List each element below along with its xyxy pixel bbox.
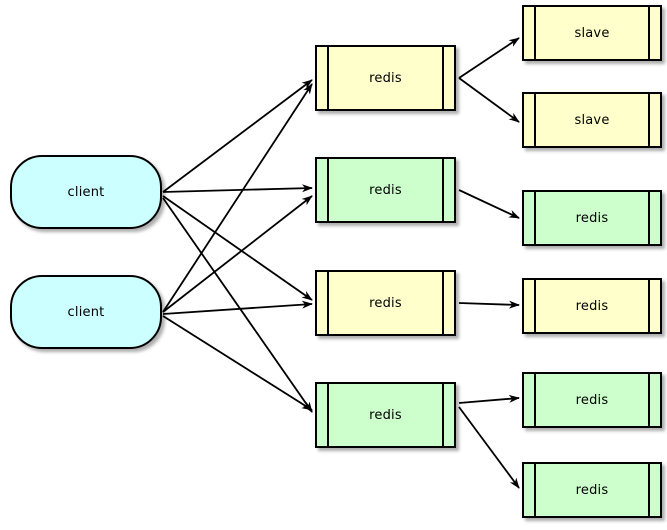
edge-m4-to-r6 — [458, 406, 520, 489]
node-r1[interactable]: slave — [522, 5, 662, 61]
node-r2[interactable]: slave — [522, 92, 662, 148]
node-r5[interactable]: redis — [522, 372, 662, 428]
node-label: redis — [369, 70, 402, 86]
node-label: redis — [369, 407, 402, 423]
node-m4[interactable]: redis — [315, 382, 456, 448]
node-m1[interactable]: redis — [315, 45, 456, 111]
node-label: redis — [369, 182, 402, 198]
node-r3[interactable]: redis — [522, 190, 662, 246]
edge-m1-to-r2 — [458, 77, 520, 123]
node-label: client — [67, 184, 105, 200]
edge-client2-to-m1 — [162, 83, 313, 313]
node-r4[interactable]: redis — [522, 278, 662, 334]
node-r6[interactable]: redis — [522, 462, 662, 518]
edge-client2-to-m4 — [162, 315, 313, 411]
edge-client2-to-m2 — [162, 195, 313, 313]
edge-m2-to-r3 — [458, 189, 520, 219]
edge-m4-to-r5 — [458, 394, 520, 404]
edge-client2-to-m3 — [162, 300, 313, 315]
node-client2[interactable]: client — [10, 275, 162, 349]
edge-client1-to-m3 — [162, 195, 313, 301]
node-label: redis — [575, 298, 609, 314]
node-m2[interactable]: redis — [315, 157, 456, 223]
edge-m1-to-r1 — [458, 37, 520, 79]
edge-m3-to-r4 — [458, 300, 520, 309]
edge-client1-to-m2 — [162, 184, 313, 193]
node-label: redis — [575, 210, 609, 226]
node-label: slave — [574, 25, 610, 41]
node-label: slave — [574, 112, 610, 128]
node-label: client — [67, 304, 105, 320]
node-m3[interactable]: redis — [315, 270, 456, 336]
node-label: redis — [575, 392, 609, 408]
edge-client1-to-m1 — [162, 79, 313, 193]
node-label: redis — [575, 482, 609, 498]
edge-client1-to-m4 — [162, 197, 313, 413]
node-client1[interactable]: client — [10, 155, 162, 229]
node-label: redis — [369, 295, 402, 311]
